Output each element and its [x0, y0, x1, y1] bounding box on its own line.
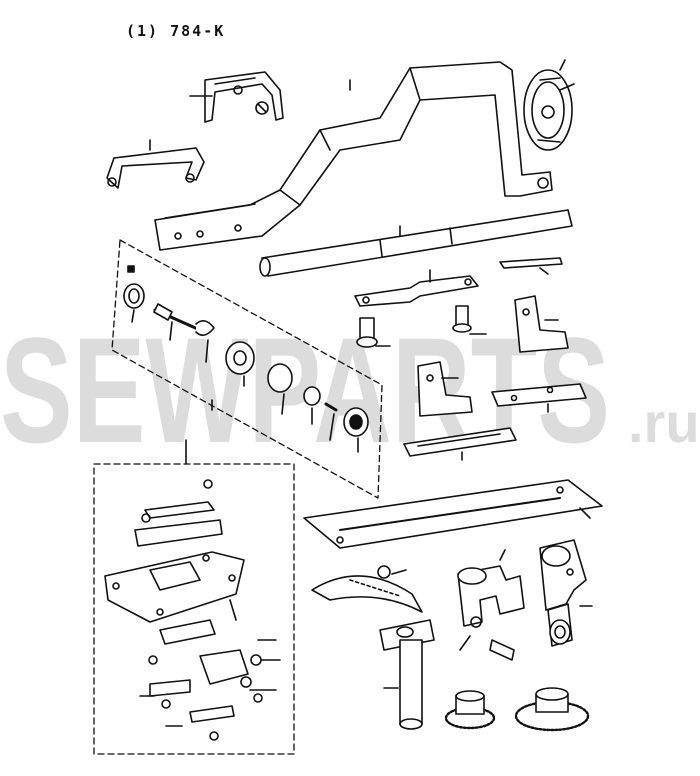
knife-plate-upper — [514, 295, 569, 353]
knife-plate-lower — [417, 361, 473, 417]
rotating-hook — [523, 59, 573, 151]
dashed-group-lower — [93, 463, 295, 755]
dashed-group-upper — [111, 239, 383, 499]
tension-assembly — [123, 265, 369, 453]
curved-rod — [106, 139, 205, 189]
bracket-block — [457, 549, 525, 661]
spring-strip — [499, 257, 563, 275]
link-lever — [354, 269, 479, 307]
crank-eccentric — [539, 539, 593, 647]
diagram-title: (1) 784-K — [126, 22, 226, 40]
feed-arm — [311, 565, 435, 730]
leader-line — [559, 83, 575, 91]
main-shaft — [259, 209, 573, 277]
main-arm-frame — [154, 61, 553, 251]
gear-small — [444, 690, 496, 730]
stud-screws — [356, 305, 487, 348]
feed-plate-assembly — [104, 479, 281, 741]
thread-guide-bracket — [189, 71, 284, 123]
flat-plate — [491, 383, 587, 413]
gear-large — [514, 687, 590, 732]
slot-plate — [403, 427, 517, 461]
throat-plate — [303, 479, 603, 549]
